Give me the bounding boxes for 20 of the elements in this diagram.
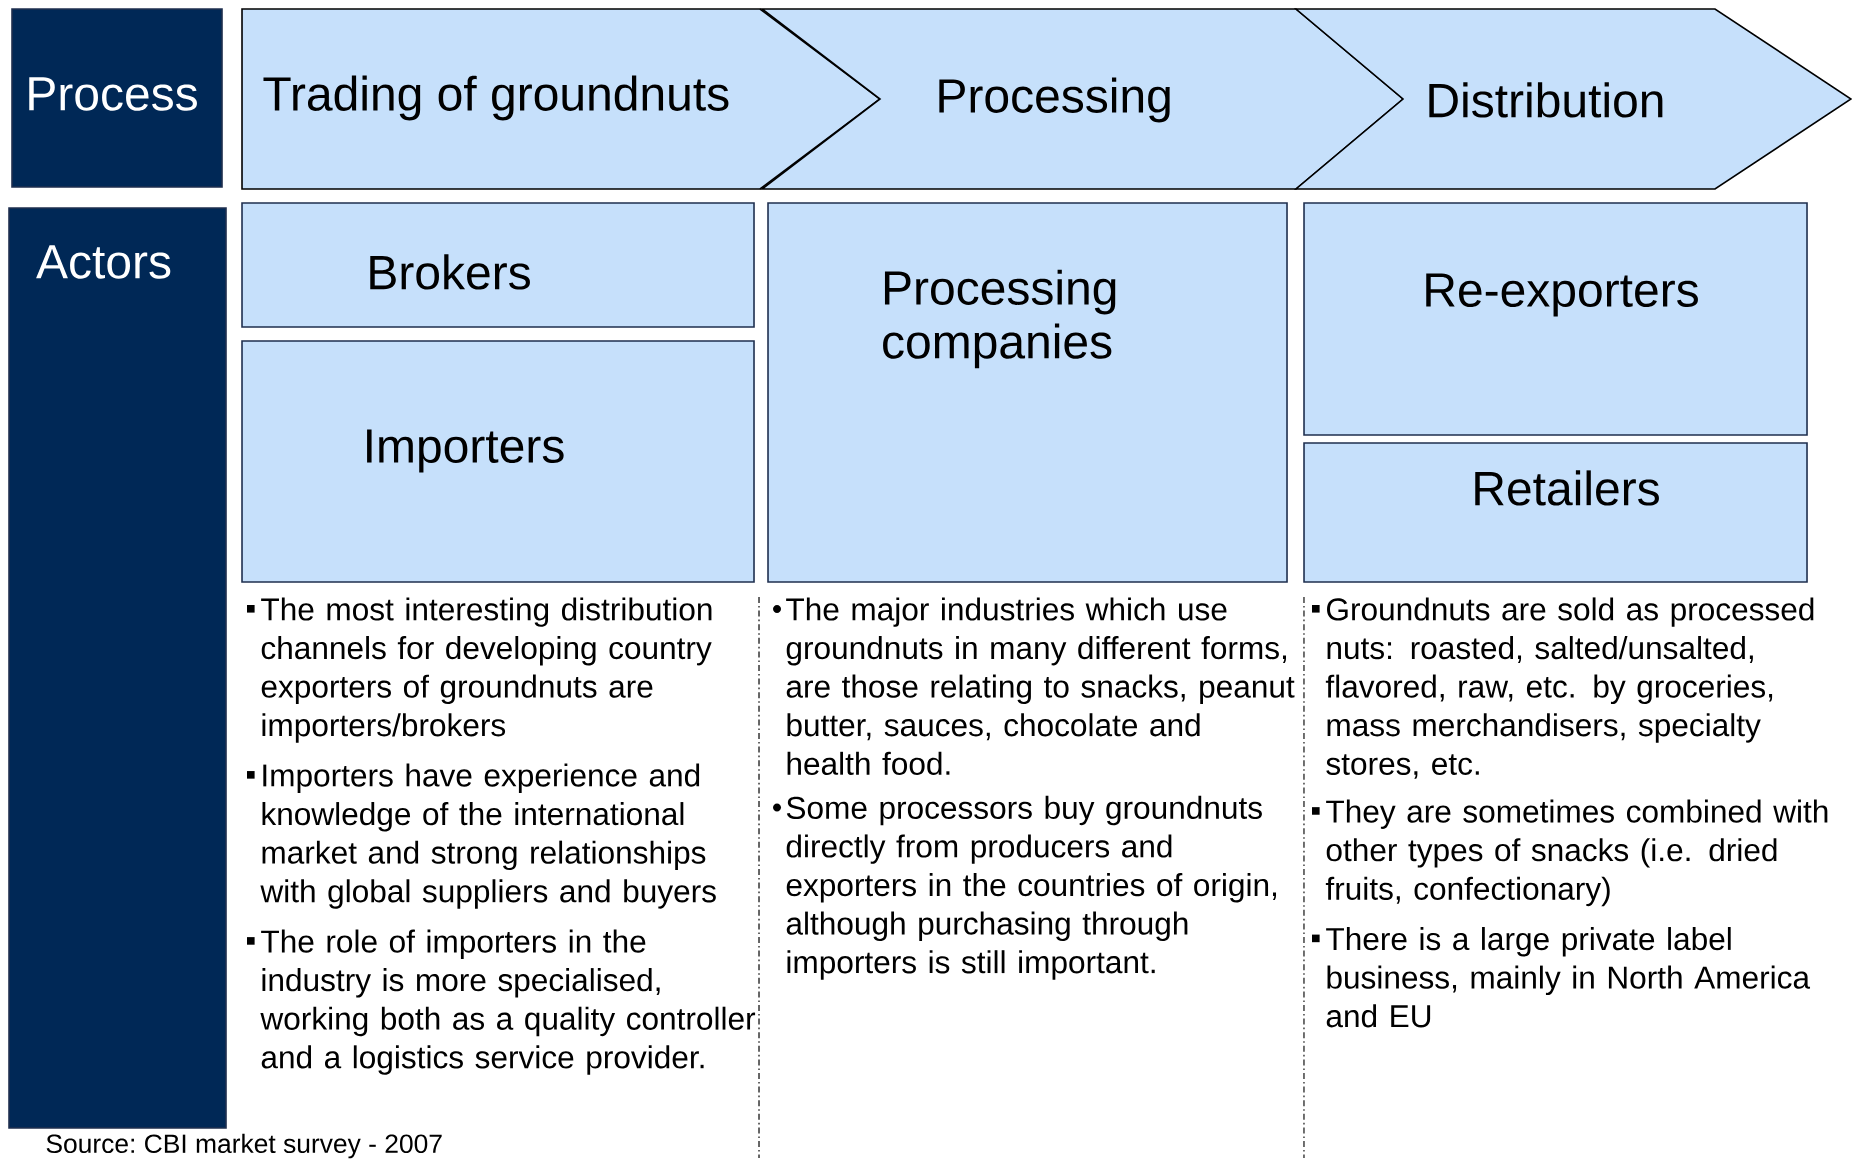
bullet-point: The major industries which use groundnuts in many different forms, are those relating to snacks, peanut butter, sauces, chocolate and health food. [773,597,1295,775]
process-label-box: Process [11,8,223,188]
stage-band: Distribution [1293,8,1852,190]
actors-label-bar: Actors [8,207,227,1129]
actor-box: Brokers [241,202,755,328]
bullet-point: Some processors buy groundnuts directly from producers and exporters in the countries of origin, although purchasing through importers is still important. [773,795,1276,980]
bullet-point: There is a large private label business, mainly in North America and EU [1312,927,1811,1028]
actor-box: Importers [241,340,755,583]
bullet-point: The role of importers in the industry is more specialised, working both as a quality controller and a logistics service provider. [247,929,756,1075]
node-label: Distribution [1429,82,1663,118]
bullet-point: Groundnuts are sold as processed nuts: roasted, salted/unsalted, flavored, raw, etc. by groceries, mass merchandisers, specialty stores, etc. [1312,597,1814,779]
bullet-point: They are sometimes combined with other types of snacks (i.e. dried fruits, confectionary) [1312,799,1828,907]
actor-box: Re-exporters [1303,202,1808,436]
bullet-point: Importers have experience and knowledge of the international market and strong relationships with global suppliers and buyers [247,763,716,909]
actor-box: Retailers [1303,442,1808,583]
stage-band: Trading of groundnuts [241,8,882,190]
stage-band: Processing [759,8,1405,190]
bullet-point: The most interesting distribution channels for developing country exporters of groundnuts are importers/brokers [247,597,712,743]
source-note: Source: CBI market survey - 2007 [46,1133,442,1159]
actor-box: Processing companies [767,202,1288,583]
